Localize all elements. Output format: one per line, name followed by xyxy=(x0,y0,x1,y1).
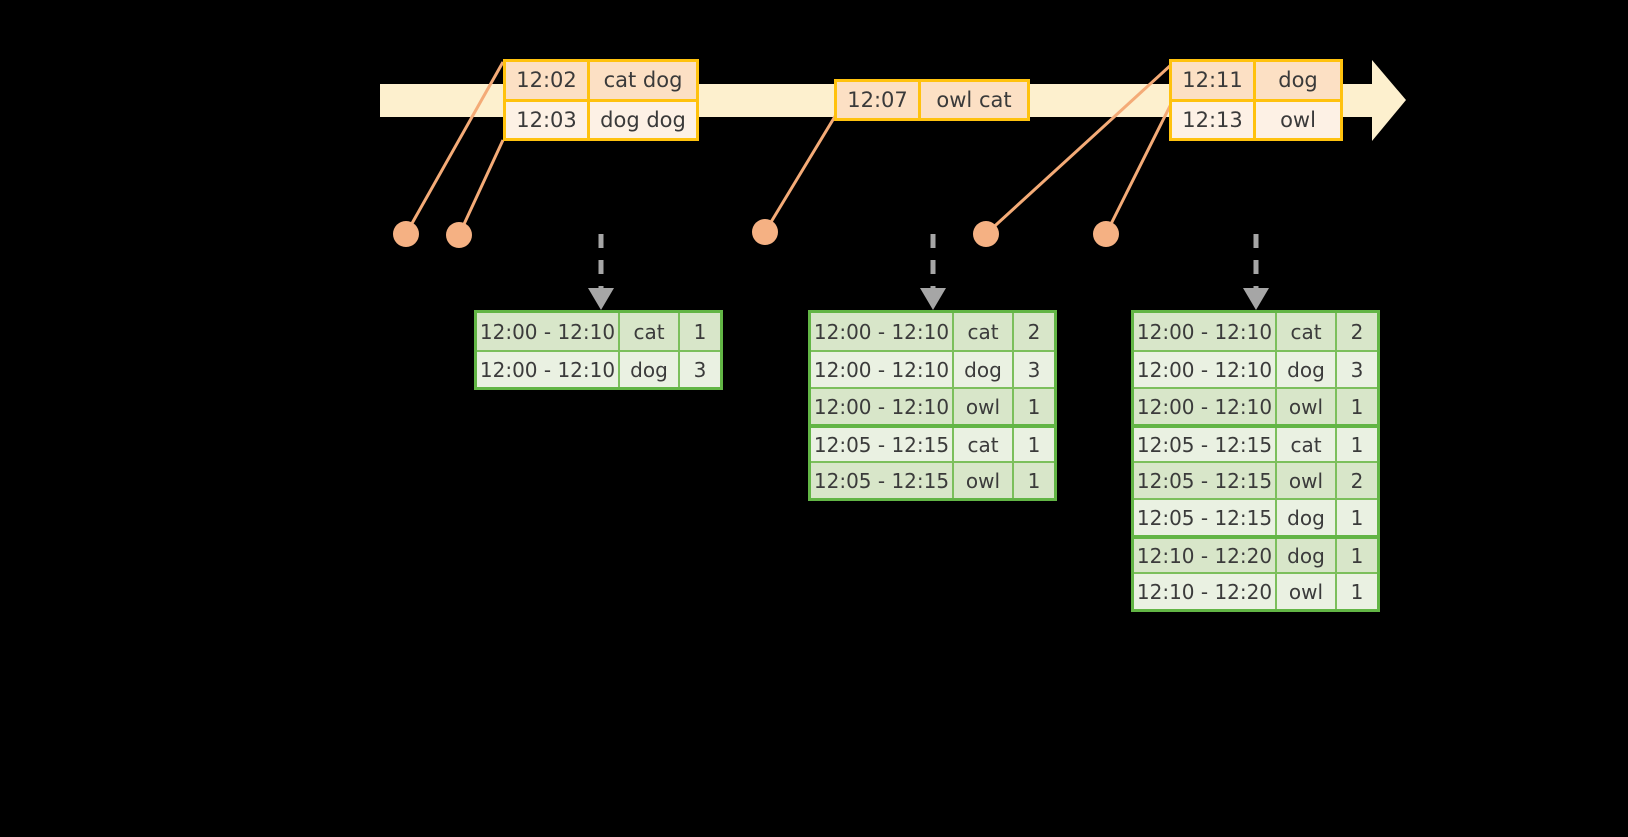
window-cell: 12:00 - 12:10 xyxy=(1134,313,1277,350)
key-cell: dog xyxy=(620,352,680,387)
key-cell: dog xyxy=(954,352,1014,387)
window-cell: 12:05 - 12:15 xyxy=(1134,428,1277,461)
connector-line-5 xyxy=(1104,101,1174,235)
count-cell: 2 xyxy=(1337,463,1377,498)
count-cell: 1 xyxy=(1014,463,1054,498)
count-cell: 1 xyxy=(1014,428,1054,461)
count-cell: 2 xyxy=(1337,313,1377,350)
key-cell: owl xyxy=(1277,574,1337,609)
event-row: 12:13 owl xyxy=(1172,98,1340,138)
window-cell: 12:00 - 12:10 xyxy=(477,313,620,350)
event-dot-5 xyxy=(1093,221,1119,247)
window-cell: 12:05 - 12:15 xyxy=(1134,463,1277,498)
event-box-2: 12:07 owl cat xyxy=(834,79,1030,121)
window-cell: 12:05 - 12:15 xyxy=(1134,500,1277,535)
event-time: 12:13 xyxy=(1172,101,1256,138)
count-cell: 1 xyxy=(1337,428,1377,461)
emit-arrowhead-3 xyxy=(1243,288,1269,310)
event-words: dog xyxy=(1256,62,1340,99)
window-cell: 12:00 - 12:10 xyxy=(811,313,954,350)
event-time: 12:11 xyxy=(1172,62,1256,99)
event-time: 12:07 xyxy=(837,82,921,118)
window-cell: 12:00 - 12:10 xyxy=(811,389,954,424)
count-cell: 2 xyxy=(1014,313,1054,350)
event-row: 12:07 owl cat xyxy=(837,82,1027,118)
connector-line-1 xyxy=(404,61,505,235)
key-cell: owl xyxy=(954,463,1014,498)
count-cell: 1 xyxy=(680,313,720,350)
timeline-arrowhead xyxy=(1372,60,1406,141)
key-cell: dog xyxy=(1277,539,1337,572)
window-cell: 12:00 - 12:10 xyxy=(1134,352,1277,387)
key-cell: cat xyxy=(954,313,1014,350)
count-cell: 3 xyxy=(1014,352,1054,387)
emit-arrowhead-1 xyxy=(588,288,614,310)
key-cell: cat xyxy=(954,428,1014,461)
event-box-3: 12:11 dog 12:13 owl xyxy=(1169,59,1343,141)
event-time: 12:02 xyxy=(506,62,590,99)
emit-arrowhead-2 xyxy=(920,288,946,310)
window-cell: 12:00 - 12:10 xyxy=(811,352,954,387)
count-cell: 1 xyxy=(1337,539,1377,572)
count-cell: 1 xyxy=(1337,389,1377,424)
count-cell: 3 xyxy=(680,352,720,387)
window-cell: 12:00 - 12:10 xyxy=(477,352,620,387)
event-box-1: 12:02 cat dog 12:03 dog dog xyxy=(503,59,699,141)
event-words: dog dog xyxy=(590,101,696,138)
key-cell: owl xyxy=(1277,463,1337,498)
key-cell: cat xyxy=(1277,428,1337,461)
event-dot-2 xyxy=(446,222,472,248)
key-cell: owl xyxy=(954,389,1014,424)
event-words: owl cat xyxy=(921,82,1027,118)
count-cell: 1 xyxy=(1014,389,1054,424)
key-cell: owl xyxy=(1277,389,1337,424)
window-cell: 12:00 - 12:10 xyxy=(1134,389,1277,424)
key-cell: dog xyxy=(1277,352,1337,387)
event-dot-3 xyxy=(752,219,778,245)
emit-arrows xyxy=(598,234,1259,288)
count-cell: 1 xyxy=(1337,574,1377,609)
event-words: owl xyxy=(1256,101,1340,138)
window-cell: 12:05 - 12:15 xyxy=(811,428,954,461)
event-row: 12:02 cat dog xyxy=(506,62,696,99)
event-words: cat dog xyxy=(590,62,696,99)
event-row: 12:03 dog dog xyxy=(506,98,696,138)
window-cell: 12:05 - 12:15 xyxy=(811,463,954,498)
window-cell: 12:10 - 12:20 xyxy=(1134,539,1277,572)
connector-line-2 xyxy=(457,139,505,236)
emit-arrowheads xyxy=(588,288,1269,310)
event-dot-1 xyxy=(393,221,419,247)
event-time: 12:03 xyxy=(506,101,590,138)
key-cell: cat xyxy=(1277,313,1337,350)
event-dots xyxy=(393,219,1119,248)
key-cell: cat xyxy=(620,313,680,350)
window-cell: 12:10 - 12:20 xyxy=(1134,574,1277,609)
count-cell: 1 xyxy=(1337,500,1377,535)
event-row: 12:11 dog xyxy=(1172,62,1340,99)
key-cell: dog xyxy=(1277,500,1337,535)
count-cell: 3 xyxy=(1337,352,1377,387)
event-dot-4 xyxy=(973,221,999,247)
